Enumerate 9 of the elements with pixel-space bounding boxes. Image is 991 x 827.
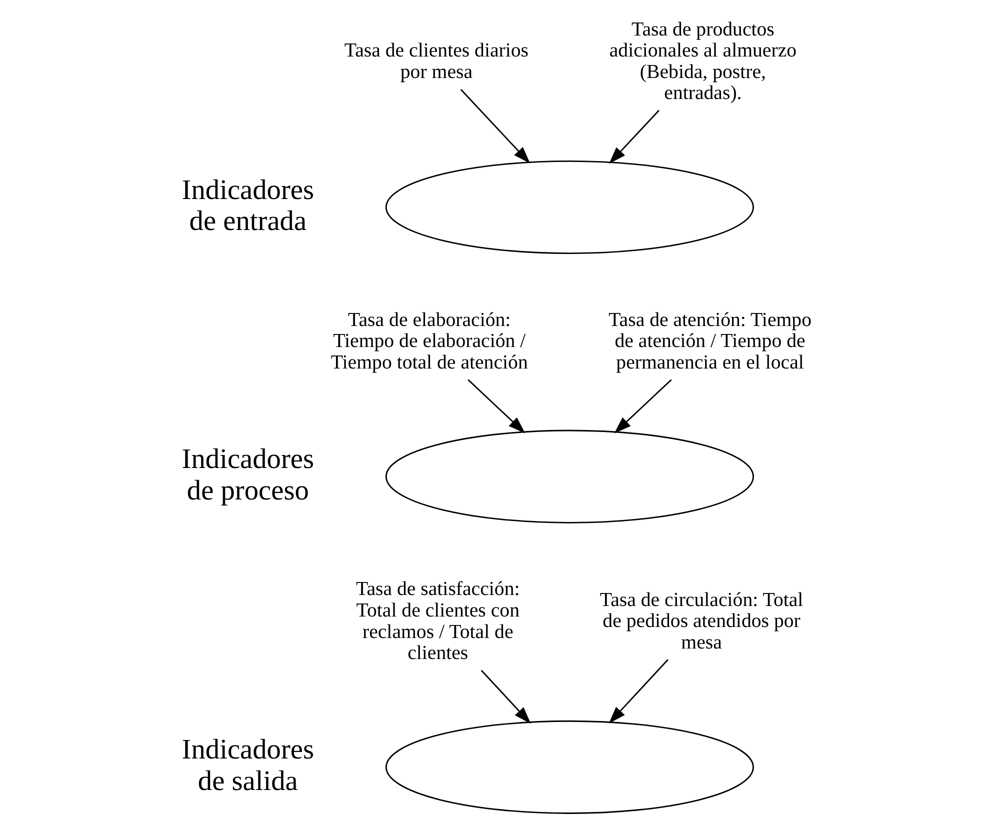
- label: Indicadores de entrada: [181, 174, 314, 237]
- node-text: Tasa de atención: Tiempo de atención / Tiempo de permanencia en el local: [608, 308, 812, 374]
- label: Indicadores de salida: [181, 734, 314, 797]
- node-text: Tasa de productos adicionales al almuerzo (Bebida, postre, entradas).: [608, 18, 796, 104]
- node-text: Tasa de circulación: Total de pedidos atendidos por mesa: [599, 588, 803, 654]
- node-text: Tasa de satisfacción: Total de clientes con reclamos / Total de clientes: [355, 578, 520, 664]
- node-text: Tasa de clientes diarios por mesa: [344, 40, 528, 83]
- node-text: Tasa de elaboración: Tiempo de elaboración / Tiempo total de atención: [330, 308, 528, 374]
- label: Indicadores de proceso: [181, 444, 314, 506]
